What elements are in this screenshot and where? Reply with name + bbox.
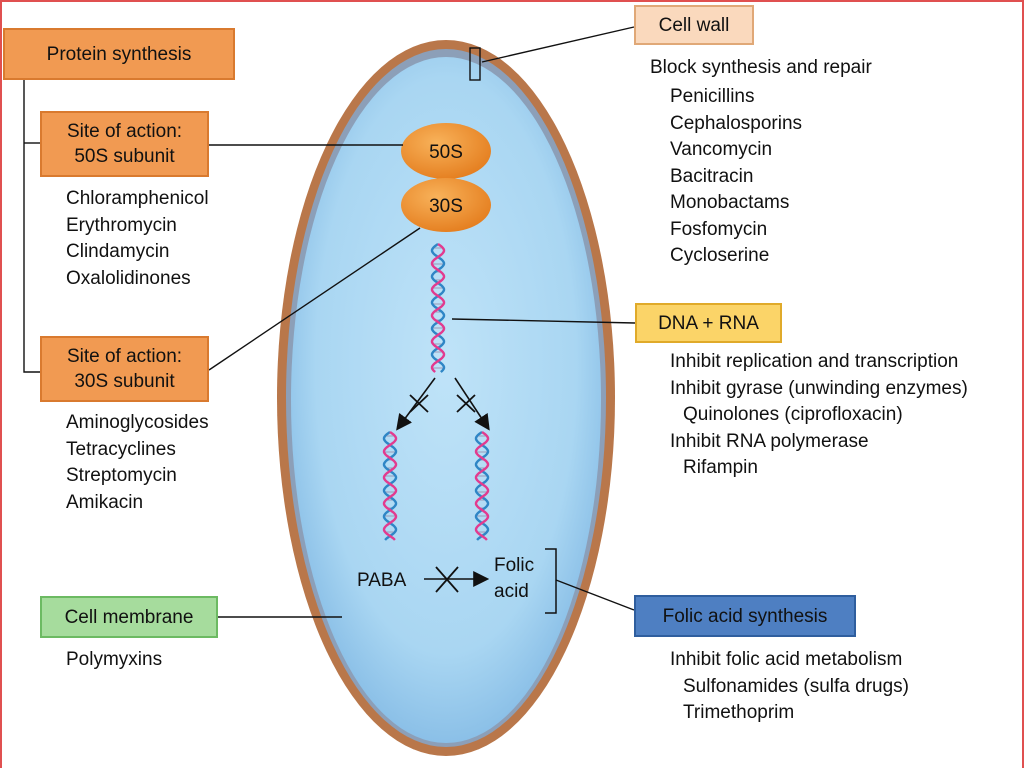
block-x-left-icon (409, 394, 429, 413)
dna-rna-list: Inhibit replication and transcription In… (670, 349, 968, 482)
site-50s-line1: Site of action: (66, 121, 183, 142)
frame-left-line (0, 0, 2, 768)
site30-to-ribosome-line (208, 227, 421, 371)
dna-right-helix (474, 431, 490, 541)
dna-rna-item: Inhibit gyrase (unwinding enzymes) (670, 377, 968, 399)
drug-30s-item: Streptomycin (66, 465, 177, 486)
folic-acid-item: Inhibit folic acid metabolism (670, 649, 903, 670)
cell-wall-marker (469, 47, 481, 81)
cell-wall-description: Block synthesis and repair (650, 57, 872, 78)
dna-strand (474, 431, 490, 541)
drug-30s-item: Tetracyclines (66, 438, 176, 460)
cell-wall-drug-item: Fosfomycin (670, 218, 768, 240)
frame-top-line (0, 0, 1024, 2)
cell-wall-drug-item: Monobactams (670, 192, 790, 213)
drug-50s-item: Oxalolidinones (66, 267, 191, 289)
ribosome-30s (401, 178, 491, 232)
folic-leader-line (555, 579, 635, 611)
dna-leader-line (451, 318, 636, 324)
site-30s-box: Site of action: 30S subunit (40, 336, 209, 402)
folic-acid-item: Sulfonamides (sulfa drugs) (683, 675, 909, 697)
cell-wall-box: Cell wall (634, 5, 754, 45)
cell-membrane-box: Cell membrane (40, 596, 218, 638)
cell-wall-drug-list: Penicillins Cephalosporins Vancomycin Ba… (670, 84, 802, 270)
dna-left-helix (382, 431, 398, 541)
replication-arrow-right (454, 377, 490, 431)
drug-30s-item: Amikacin (66, 491, 144, 513)
site-50s-box: Site of action: 50S subunit (40, 111, 209, 177)
ribosome-50s-label: 50S (429, 142, 463, 163)
cell-membrane-title: Cell membrane (64, 606, 194, 628)
dna-rna-box: DNA + RNA (635, 303, 782, 343)
cell-wall-drug-item: Vancomycin (670, 139, 773, 160)
drug-50s-item: Chloramphenicol (66, 188, 209, 209)
folic-acid-label-line2: acid (494, 581, 529, 602)
drug-30s-item: Aminoglycosides (66, 412, 209, 433)
dna-strand (430, 243, 446, 373)
dna-main-helix (430, 243, 446, 373)
cell-membrane-drug-item: Polymyxins (66, 649, 163, 670)
block-x-paba-icon (435, 566, 459, 593)
dna-strand (382, 431, 398, 541)
ribosome-50s (401, 123, 491, 179)
replication-arrow-left (396, 377, 436, 431)
cell-wall-leader-line (481, 26, 635, 63)
folic-acid-item: Trimethoprim (683, 702, 795, 723)
cell-membrane-list: Polymyxins (66, 647, 162, 674)
protein-synthesis-bracket-line (23, 80, 40, 373)
dna-strand (430, 243, 446, 373)
site-30s-line1: Site of action: (66, 346, 183, 367)
cell-wall-drug-item: Cephalosporins (670, 112, 803, 134)
dna-rna-item: Inhibit RNA polymerase (670, 430, 869, 452)
site-30s-line2: 30S subunit (74, 371, 175, 392)
dna-rna-title: DNA + RNA (658, 312, 759, 334)
folic-acid-label-line1: Folic (494, 555, 534, 576)
folic-acid-synthesis-box: Folic acid synthesis (634, 595, 856, 637)
protein-synthesis-title: Protein synthesis (46, 43, 192, 65)
folic-acid-bracket (545, 548, 557, 614)
site-50s-line2: 50S subunit (74, 146, 175, 167)
drugs-50s-list: Chloramphenicol Erythromycin Clindamycin… (66, 186, 209, 292)
block-x-right-icon (456, 394, 476, 413)
cell-wall-title: Cell wall (658, 14, 730, 36)
cell-interior (291, 57, 601, 743)
paba-label: PABA (357, 570, 407, 591)
dna-rna-item: Rifampin (683, 457, 758, 478)
cell-wall-drug-item: Penicillins (670, 86, 755, 107)
ribosome-30s-label: 30S (429, 196, 463, 217)
cell-wall-drug-item: Bacitracin (670, 165, 754, 187)
folic-acid-synthesis-title: Folic acid synthesis (662, 605, 828, 627)
protein-synthesis-box: Protein synthesis (3, 28, 235, 80)
cell-wall-drug-item: Cycloserine (670, 245, 770, 266)
drug-50s-item: Erythromycin (66, 214, 177, 236)
dna-rna-item: Inhibit replication and transcription (670, 351, 959, 372)
dna-rna-item: Quinolones (ciprofloxacin) (683, 404, 903, 425)
folic-acid-list: Inhibit folic acid metabolism Sulfonamid… (670, 647, 909, 727)
dna-strand (382, 431, 398, 541)
drugs-30s-list: Aminoglycosides Tetracyclines Streptomyc… (66, 410, 209, 516)
frame-right-line (1022, 0, 1024, 768)
dna-strand (474, 431, 490, 541)
drug-50s-item: Clindamycin (66, 241, 170, 262)
